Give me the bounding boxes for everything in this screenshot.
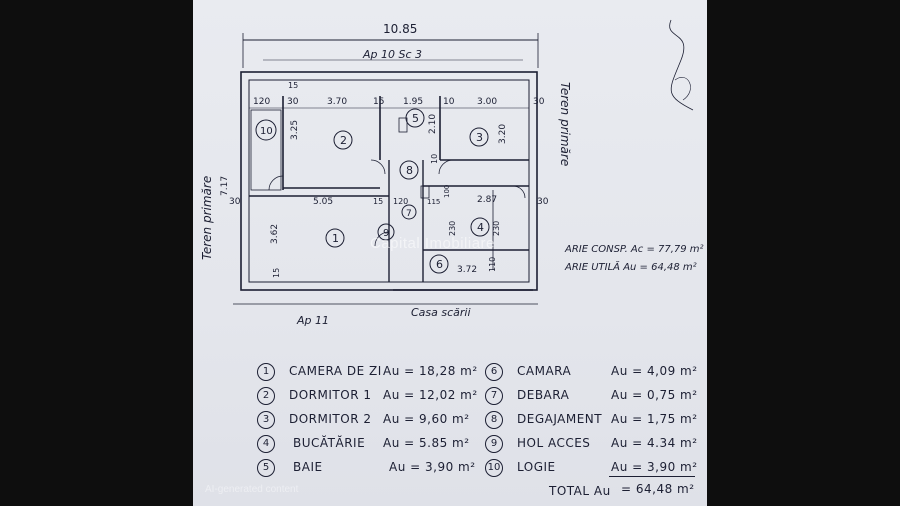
neighbor-apartment-label: Ap 11 (296, 314, 329, 327)
room-name: DEBARA (517, 388, 570, 402)
room-name: LOGIE (517, 460, 556, 474)
total-divider (609, 476, 695, 477)
apartment-label: Ap 10 Sc 3 (362, 48, 422, 61)
staircase-label: Casa scării (411, 306, 471, 319)
room-name: BUCĂTĂRIE (293, 436, 366, 450)
dim-label: 3.70 (327, 97, 347, 107)
dim-label: 3.25 (290, 120, 300, 140)
room-name: DORMITOR 1 (289, 388, 372, 402)
dim-label: 230 (492, 221, 501, 236)
constructed-area: ARIE CONSP. Ac = 77,79 m² (564, 244, 704, 255)
height-label: 7.17 (220, 176, 230, 196)
legend-number: 6 (485, 363, 503, 381)
right-side-label: Teren primăre (558, 82, 572, 166)
legend-number: 9 (485, 435, 503, 453)
legend-number: 1 (257, 363, 275, 381)
svg-text:4: 4 (477, 221, 484, 234)
room-name: CAMERA DE ZI (289, 364, 382, 378)
dim-label: 15 (288, 81, 298, 90)
room-name: BAIE (293, 460, 323, 474)
overall-width-label: 10.85 (383, 22, 417, 36)
room-area: Au = 12,02 m² (383, 388, 478, 402)
room-name: HOL ACCES (517, 436, 591, 450)
room-area: Au = 4,09 m² (611, 364, 698, 378)
dim-label: 100 (443, 185, 451, 198)
room-number-1: 1 (325, 228, 345, 248)
dim-label: 5.05 (313, 197, 333, 207)
room-number-8: 8 (399, 160, 419, 180)
legend-number: 5 (257, 459, 275, 477)
dim-label: 30 (537, 197, 549, 207)
room-area: Au = 3,90 m² (389, 460, 476, 474)
dim-label: 15 (373, 197, 383, 206)
ai-generated-note: AI-generated content (205, 484, 299, 495)
room-area: Au = 5.85 m² (383, 436, 470, 450)
dim-label: 10 (443, 97, 455, 107)
dim-label: 3.00 (477, 97, 497, 107)
dim-label: 30 (229, 197, 241, 207)
legend-number: 2 (257, 387, 275, 405)
dim-label: 1.95 (403, 97, 423, 107)
dim-label: 15 (373, 97, 384, 107)
watermark: Capital Imobiliare (370, 235, 495, 252)
room-number-7: 7 (401, 204, 417, 220)
room-number-4: 4 (470, 217, 490, 237)
dim-label: 3.72 (457, 265, 477, 275)
svg-text:3: 3 (476, 131, 483, 144)
dim-label: 3.20 (498, 124, 508, 144)
floor-plan-document: 10.85 Ap 10 Sc 3 (193, 0, 707, 506)
dim-label: 10 (430, 154, 439, 164)
room-legend: 1 CAMERA DE ZI Au = 18,28 m² 2 DORMITOR … (193, 352, 707, 506)
room-area: Au = 1,75 m² (611, 412, 698, 426)
dim-label: 115 (427, 198, 440, 206)
room-number-5: 5 (405, 108, 425, 128)
svg-text:8: 8 (406, 164, 413, 177)
room-area: Au = 9,60 m² (383, 412, 470, 426)
dim-label: 120 (393, 197, 408, 206)
dim-label: 120 (253, 97, 270, 107)
room-number-10: 10 (255, 119, 277, 141)
svg-text:6: 6 (436, 258, 443, 271)
total-label: TOTAL Au (549, 484, 611, 498)
dim-label: 15 (272, 268, 281, 278)
dim-label: 3.62 (270, 224, 280, 244)
room-number-3: 3 (469, 127, 489, 147)
legend-number: 3 (257, 411, 275, 429)
svg-text:7: 7 (406, 209, 412, 219)
usable-area: ARIE UTILĂ Au = 64,48 m² (564, 260, 697, 273)
svg-text:5: 5 (412, 112, 419, 125)
room-area: Au = 0,75 m² (611, 388, 698, 402)
left-dark-border (0, 0, 193, 506)
dim-label: 30 (287, 97, 299, 107)
svg-text:1: 1 (332, 232, 339, 245)
room-number-9: 9 (377, 223, 395, 241)
legend-number: 7 (485, 387, 503, 405)
legend-number: 4 (257, 435, 275, 453)
floor-plan-drawing: 10.85 Ap 10 Sc 3 (200, 19, 704, 327)
svg-text:10: 10 (260, 126, 273, 137)
legend-number: 10 (485, 459, 503, 477)
room-name: DEGAJAMENT (517, 412, 603, 426)
svg-text:9: 9 (383, 228, 389, 239)
dim-label: 30 (533, 97, 545, 107)
room-number-6: 6 (429, 254, 449, 274)
dim-label: 230 (448, 221, 457, 236)
room-number-2: 2 (333, 130, 353, 150)
total-value: = 64,48 m² (621, 482, 695, 496)
svg-text:2: 2 (340, 134, 347, 147)
right-dark-border (707, 0, 900, 506)
dim-label: 2.10 (428, 114, 438, 134)
room-name: DORMITOR 2 (289, 412, 372, 426)
room-area: Au = 3,90 m² (611, 460, 698, 474)
dim-label: 2.87 (477, 195, 497, 205)
room-area: Au = 4.34 m² (611, 436, 698, 450)
room-area: Au = 18,28 m² (383, 364, 478, 378)
signature-scribble (669, 19, 694, 111)
legend-number: 8 (485, 411, 503, 429)
room-name: CAMARA (517, 364, 572, 378)
dim-label: 110 (488, 257, 497, 272)
left-side-label: Teren primăre (200, 176, 214, 260)
